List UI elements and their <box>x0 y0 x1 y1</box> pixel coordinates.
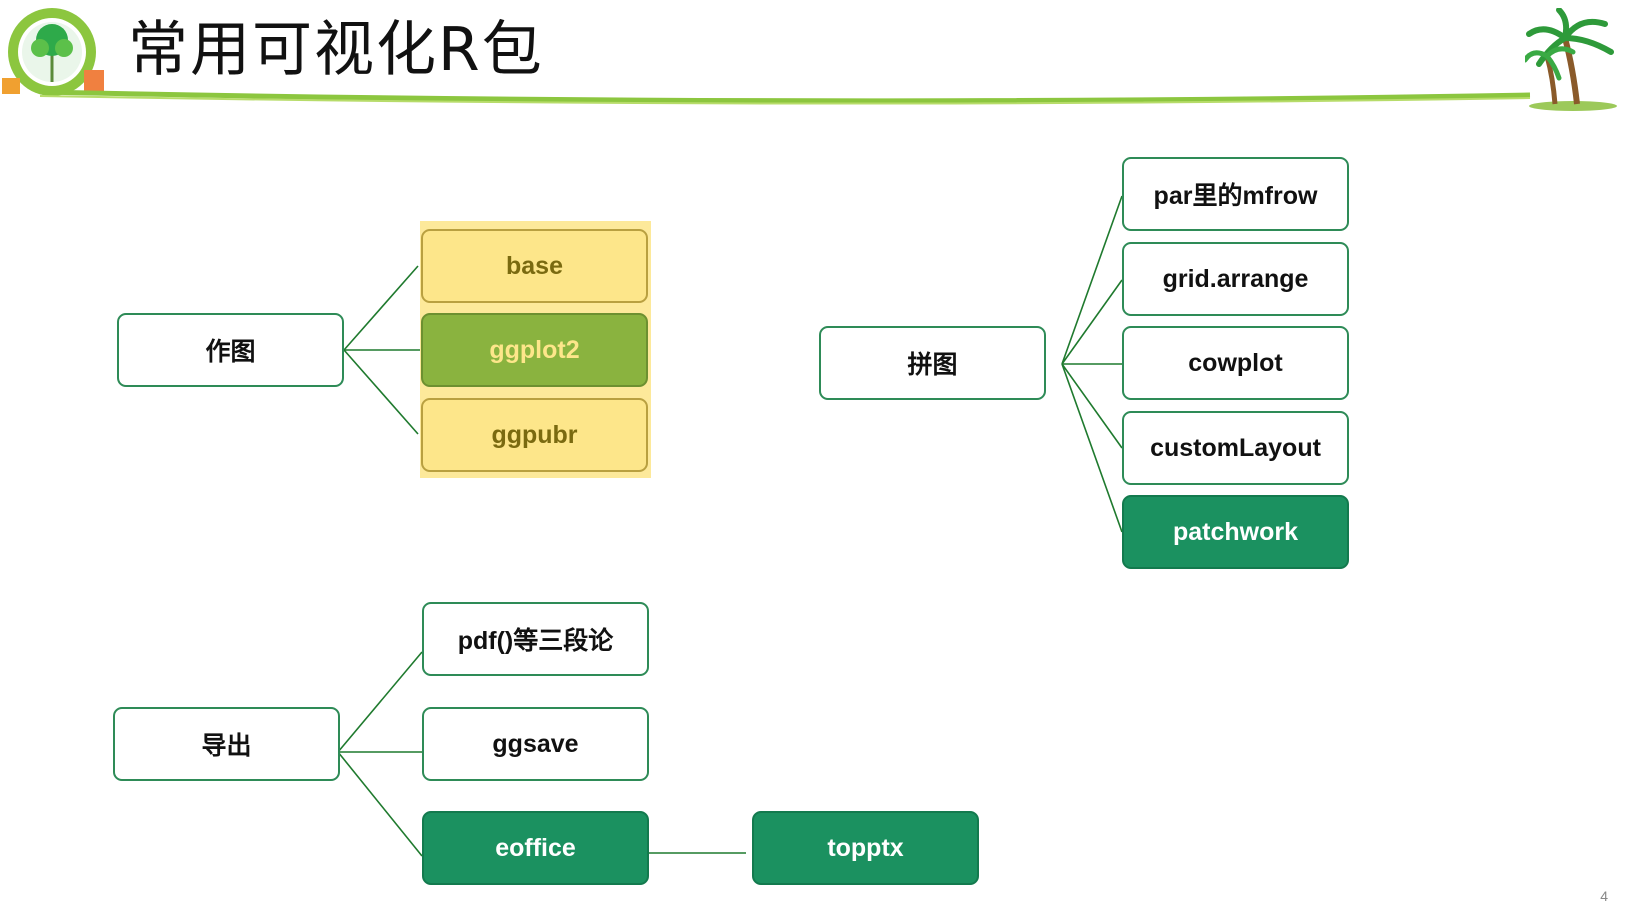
node-label: ggplot2 <box>489 335 580 364</box>
node-label: 拼图 <box>907 351 958 379</box>
node-label: grid.arrange <box>1162 264 1309 293</box>
node-topptx[interactable]: topptx <box>752 811 979 885</box>
node-base[interactable]: base <box>421 229 648 303</box>
node-label: patchwork <box>1172 517 1299 546</box>
node-label: base <box>506 251 563 280</box>
node-eoffice[interactable]: eoffice <box>422 811 649 885</box>
node-label: 作图 <box>205 338 256 366</box>
node-label: eoffice <box>495 833 576 862</box>
page-number: 4 <box>1600 888 1608 904</box>
node-grid-arrange[interactable]: grid.arrange <box>1122 242 1349 316</box>
node-label: cowplot <box>1188 348 1283 377</box>
node-label: pdf()等三段论 <box>457 627 614 655</box>
header-underline <box>39 89 1531 105</box>
logo-icon <box>2 8 104 96</box>
node-label: customLayout <box>1150 433 1321 462</box>
node-pdf[interactable]: pdf()等三段论 <box>422 602 649 676</box>
node-label: par里的mfrow <box>1153 182 1318 210</box>
node-export[interactable]: 导出 <box>113 707 340 781</box>
node-patchwork[interactable]: patchwork <box>1122 495 1349 569</box>
node-ggsave[interactable]: ggsave <box>422 707 649 781</box>
palm-tree-icon <box>1525 8 1617 111</box>
node-label: topptx <box>827 833 904 862</box>
node-plotting[interactable]: 作图 <box>117 313 344 387</box>
node-ggpubr[interactable]: ggpubr <box>421 398 648 472</box>
node-par-mfrow[interactable]: par里的mfrow <box>1122 157 1349 231</box>
node-ggplot2[interactable]: ggplot2 <box>421 313 648 387</box>
node-customlayout[interactable]: customLayout <box>1122 411 1349 485</box>
node-label: 导出 <box>201 732 252 760</box>
node-label: ggpubr <box>491 420 578 449</box>
node-layout[interactable]: 拼图 <box>819 326 1046 400</box>
page-title: 常用可视化R包 <box>128 15 544 85</box>
node-label: ggsave <box>492 729 579 758</box>
node-cowplot[interactable]: cowplot <box>1122 326 1349 400</box>
